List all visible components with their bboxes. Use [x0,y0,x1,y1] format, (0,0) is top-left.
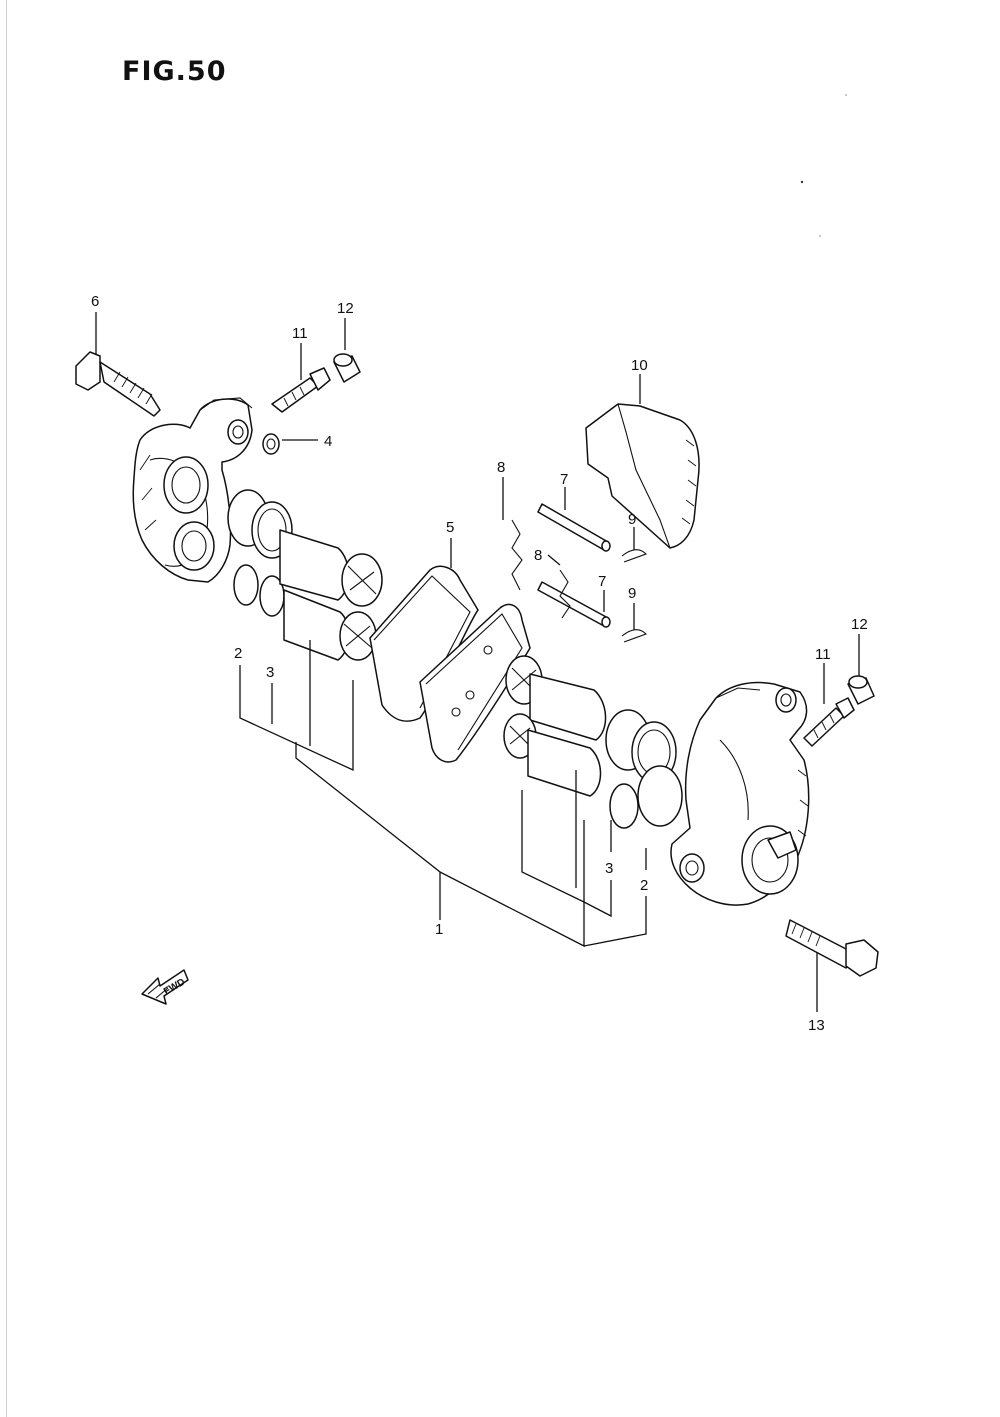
left-pistons [279,529,383,661]
callout-7-top: 7 [560,471,568,488]
right-caliper-body [670,681,810,906]
callout-11-right: 11 [815,646,831,663]
right-seals [605,709,683,829]
scan-specks [800,94,847,237]
right-pistons [503,655,607,797]
r-clips-9 [621,549,648,643]
callout-7-bottom: 7 [598,573,606,590]
bleeder-cap-12-left [333,353,361,383]
pad-cover-10 [585,403,700,549]
callout-8-top: 8 [497,459,505,476]
callout-13: 13 [808,1017,825,1034]
callout-3-left: 3 [266,664,274,681]
bolt-13 [785,919,879,977]
callout-3-right: 3 [605,860,613,877]
callout-2-left: 2 [234,645,242,662]
bolt-6 [75,351,161,417]
fwd-label: FWD [162,977,187,998]
left-caliper-body [132,397,253,583]
callout-11-left: 11 [292,325,308,342]
pad-pins-7 [537,503,611,628]
callout-9-top: 9 [628,511,636,528]
bleeder-valve-11-left [271,367,331,413]
callout-6: 6 [91,293,99,310]
callout-12-right: 12 [851,616,868,633]
callout-1: 1 [435,921,443,938]
callout-10: 10 [631,357,648,374]
callout-8-bottom: 8 [534,547,542,564]
callout-5: 5 [446,519,454,536]
callout-2-right: 2 [640,877,648,894]
leader-lines [95,312,860,1012]
bleeder-cap-12-right [847,675,875,705]
callout-12-left: 12 [337,300,354,317]
figure-title: FIG.50 [122,56,227,87]
brake-pads-5 [369,565,531,763]
callout-9-bottom: 9 [628,585,636,602]
pad-springs-8 [511,519,571,619]
bleeder-valve-11-right [803,697,855,747]
washer-4 [262,433,280,455]
callout-4: 4 [324,433,332,450]
forward-direction-arrow: FWD [141,969,189,1005]
scan-edge-line [6,0,7,1417]
callout-labels: 6 11 12 4 5 8 7 10 9 8 7 9 2 3 1 3 2 11 … [91,293,868,1034]
